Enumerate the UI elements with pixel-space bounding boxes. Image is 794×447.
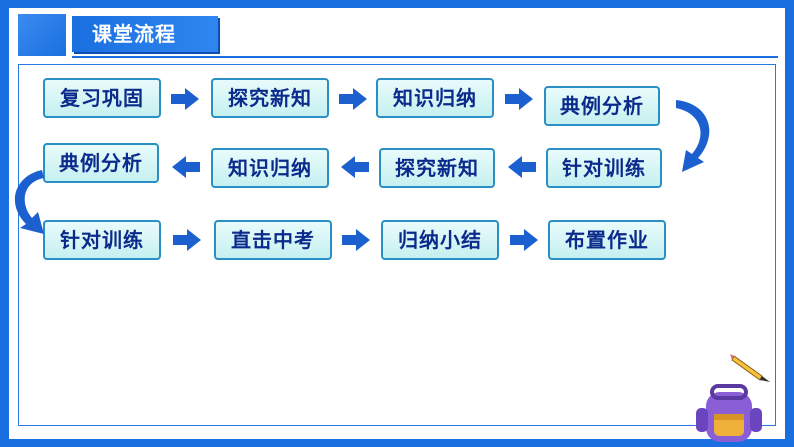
flow-node-exam: 直击中考 bbox=[214, 220, 332, 260]
curved-arrow-right-icon bbox=[676, 100, 710, 172]
pencil-icon bbox=[730, 354, 770, 382]
flow-node-review: 复习巩固 bbox=[43, 78, 161, 118]
arrow-left-icon bbox=[508, 156, 536, 178]
frame-left-border bbox=[0, 0, 9, 447]
flow-node-examples: 典例分析 bbox=[544, 86, 660, 126]
arrow-right-icon bbox=[510, 229, 538, 251]
flow-node-summary-knowledge: 知识归纳 bbox=[376, 78, 494, 118]
content-frame bbox=[18, 64, 776, 426]
flow-node-explore-2: 探究新知 bbox=[379, 148, 495, 188]
frame-bottom-border bbox=[0, 439, 794, 447]
frame-right-border bbox=[785, 0, 794, 447]
page-title: 课堂流程 bbox=[72, 16, 218, 52]
curved-arrow-left-icon bbox=[14, 170, 44, 234]
arrow-left-icon bbox=[172, 156, 200, 178]
flow-node-examples-2: 典例分析 bbox=[43, 143, 159, 183]
flow-node-wrapup: 归纳小结 bbox=[381, 220, 499, 260]
flow-node-explore: 探究新知 bbox=[211, 78, 329, 118]
title-underline bbox=[72, 56, 778, 58]
flow-node-homework: 布置作业 bbox=[548, 220, 666, 260]
arrow-right-icon bbox=[173, 229, 201, 251]
flow-node-summary-knowledge-2: 知识归纳 bbox=[211, 148, 329, 188]
arrow-left-icon bbox=[341, 156, 369, 178]
title-corner-block bbox=[18, 14, 66, 56]
arrow-right-icon bbox=[339, 88, 367, 110]
arrow-right-icon bbox=[171, 88, 199, 110]
arrow-right-icon bbox=[505, 88, 533, 110]
flow-node-practice-2: 针对训练 bbox=[43, 220, 161, 260]
frame-top-border bbox=[0, 0, 794, 8]
arrow-right-icon bbox=[342, 229, 370, 251]
flow-node-practice: 针对训练 bbox=[546, 148, 662, 188]
backpack-icon bbox=[696, 384, 762, 442]
